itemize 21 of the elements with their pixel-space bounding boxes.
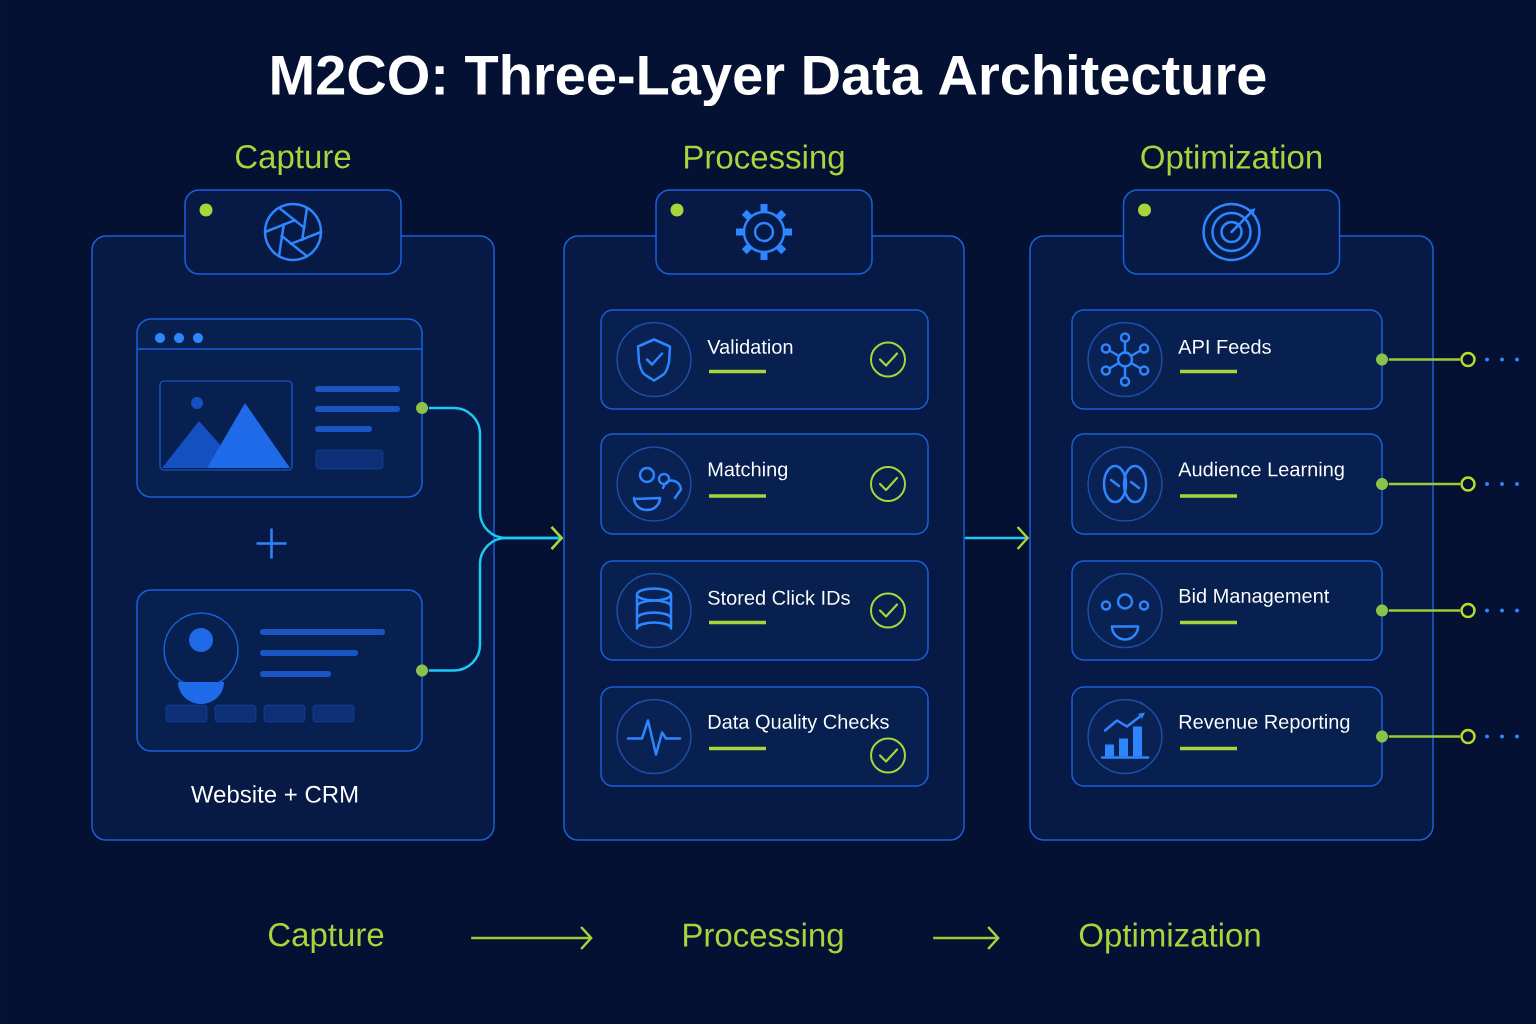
arrow — [933, 926, 1000, 950]
flow-label: Capture — [269, 923, 384, 953]
ring-marker — [1460, 728, 1476, 745]
connector-line — [1388, 735, 1461, 738]
ring-marker — [1460, 602, 1476, 619]
profile-card-drawing — [136, 589, 428, 752]
node-label: Processing — [685, 144, 844, 176]
connector-line — [1388, 482, 1461, 486]
connector-line — [1388, 358, 1461, 361]
arrow — [428, 526, 564, 672]
node-label: Optimization — [1141, 144, 1322, 176]
ring-marker — [1460, 351, 1476, 368]
node-label: Capture — [235, 145, 351, 175]
title: M2CO: Three-Layer Data Architecture — [272, 53, 1266, 107]
flow-label: Processing — [684, 922, 843, 954]
ring-marker — [1460, 476, 1476, 492]
arrow — [964, 526, 1030, 550]
arrow — [471, 926, 593, 950]
flow-label: Optimization — [1079, 922, 1260, 954]
connector-line — [1388, 609, 1461, 612]
browser-window-drawing — [136, 318, 428, 498]
